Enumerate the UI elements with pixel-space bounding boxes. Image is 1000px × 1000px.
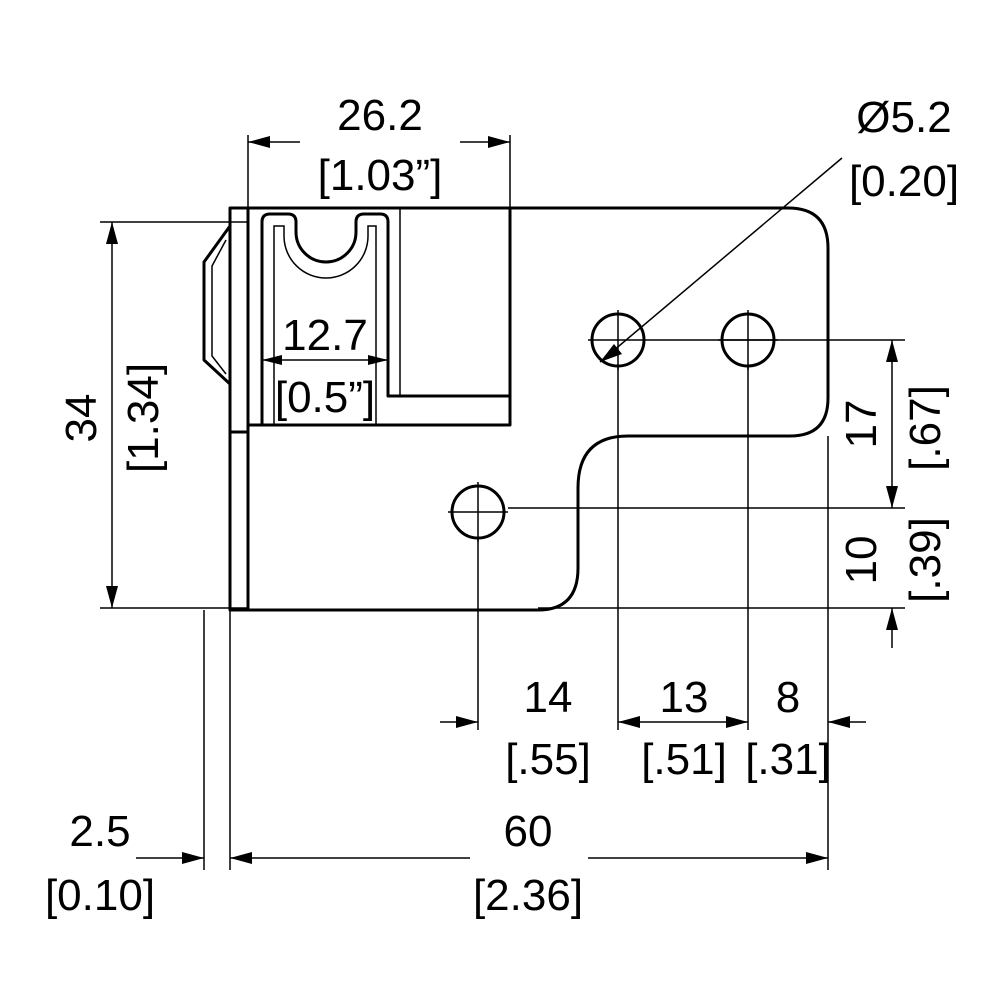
hole-top-left <box>588 310 648 370</box>
hole-diameter-mm: Ø5.2 <box>856 93 951 142</box>
edge-offset-8-inch: [.31] <box>745 735 831 784</box>
side-tab-inner <box>211 239 227 375</box>
height-inch: [1.34] <box>119 363 168 473</box>
hole-spacing-vertical-inch: [.67] <box>901 385 950 471</box>
hole-spacing-vertical-mm: 17 <box>837 400 886 449</box>
thickness-mm: 2.5 <box>69 807 130 856</box>
inner-width-inch: [0.5”] <box>275 373 375 422</box>
slot-width-mm: 26.2 <box>337 91 423 140</box>
dimension-labels: 26.2 [1.03”] Ø5.2 [0.20] 12.7 [0.5”] 34 … <box>45 91 959 920</box>
hole-diameter-inch: [0.20] <box>849 157 959 206</box>
bottom-hole-offset-inch: [.39] <box>901 517 950 603</box>
dimension-lines <box>106 136 898 864</box>
hole-bottom <box>448 482 508 542</box>
edge-offset-8-mm: 8 <box>776 673 800 722</box>
hole-pitch-13-mm: 13 <box>660 673 709 722</box>
height-mm: 34 <box>57 394 106 443</box>
hole-offset-14-inch: [.55] <box>505 735 591 784</box>
plate-outline <box>246 206 830 612</box>
side-tab <box>202 224 232 386</box>
slot-inner-outline <box>260 212 512 427</box>
hole-pitch-13-inch: [.51] <box>641 735 727 784</box>
thickness-inch: [0.10] <box>45 871 155 920</box>
flange-outline <box>228 206 250 612</box>
inner-width-mm: 12.7 <box>282 311 368 360</box>
hole-offset-14-mm: 14 <box>524 673 573 722</box>
extension-lines <box>100 135 905 870</box>
slot-window <box>246 206 512 427</box>
bottom-hole-offset-mm: 10 <box>837 536 886 585</box>
length-inch: [2.36] <box>473 871 583 920</box>
slot-inner-detail <box>273 225 377 425</box>
length-mm: 60 <box>504 807 553 856</box>
slot-width-inch: [1.03”] <box>318 151 443 200</box>
